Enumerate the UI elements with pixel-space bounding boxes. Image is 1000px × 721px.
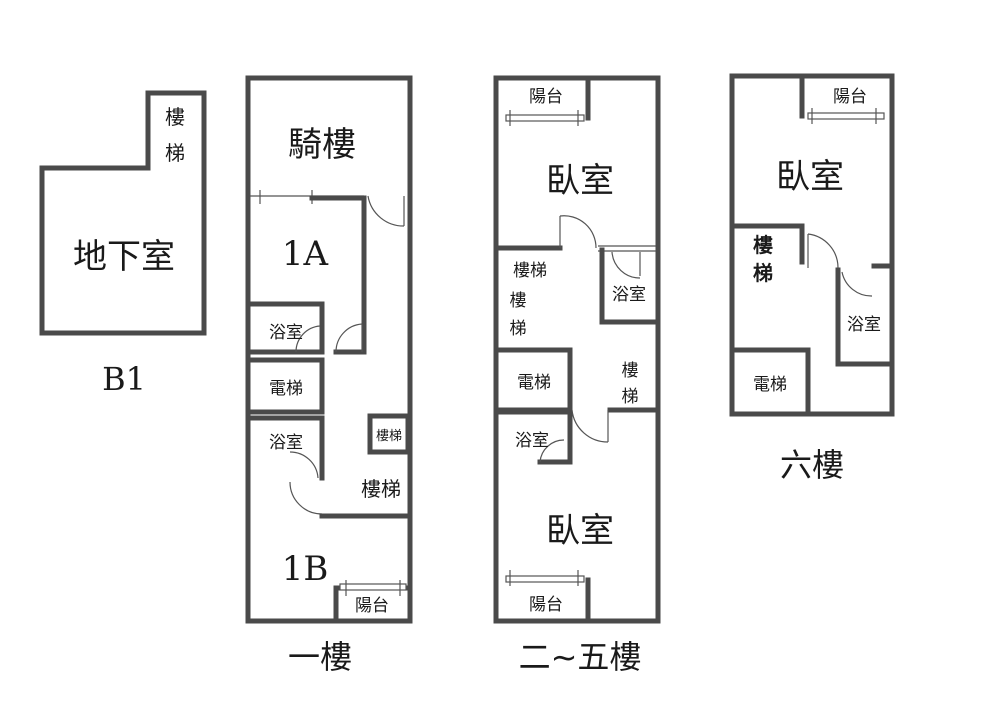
f25-stair-right-label-2: 梯 [622,387,639,407]
f25-balcony-bottom-window [505,575,585,583]
f25-balcony-bottom-label: 陽台 [529,595,563,615]
f1-balcony-label: 陽台 [355,596,389,616]
f6-balcony-window [807,112,885,120]
f25-stair-label-3: 梯 [510,319,527,339]
plan-b1: 地下室 樓 梯 B1 [39,90,207,398]
f25-bath-bottom-wall [495,409,573,465]
f25-stair-label-1: 樓梯 [513,261,547,281]
f1-stair-big-label: 樓梯 [361,477,401,501]
f25-elevator-label: 電梯 [517,373,551,393]
f1-caption: 一樓 [288,638,352,676]
f1-unit-b-label: 1B [282,549,329,589]
f6-stair-wall [731,223,805,265]
f25-caption: 二~五樓 [519,638,642,676]
f1-bath-b-label: 浴室 [269,433,303,453]
f25-bath-bottom-label: 浴室 [515,431,549,451]
f1-elevator-label: 電梯 [269,379,303,399]
f1-1a-wall [309,195,367,355]
f1-stair-small-box [367,413,411,455]
f6-bath-wall [835,267,893,367]
f1-door-arc-1b [289,481,323,515]
f6-stair-label-2: 梯 [753,261,773,285]
b1-basement-label: 地下室 [73,237,175,277]
f25-stair-label-2: 樓 [510,291,527,311]
f1-arcade-label: 騎樓 [288,125,356,165]
f25-bath-top-wall [599,247,659,325]
f1-bath-b-wall [247,415,325,481]
b1-stair-label-2: 梯 [165,141,185,165]
f25-stair-right-label-1: 樓 [622,361,639,381]
f6-stair-label-1: 樓 [753,233,773,257]
f6-caption: 六樓 [780,446,844,484]
f6-outline [729,73,895,417]
b1-stair-label-1: 樓 [165,105,185,129]
f1-elevator-wall [247,357,325,415]
f1-door-arc-top [367,195,405,227]
f25-balcony-top-window [505,114,585,122]
f6-bedroom-label: 臥室 [776,157,844,197]
f1-stair-small-label: 樓梯 [376,429,402,444]
f1-door-arc-1a [335,323,363,353]
f25-bedroom-top-label: 臥室 [546,161,614,201]
f25-bedroom-bottom-label: 臥室 [546,511,614,551]
b1-outline [39,90,207,336]
plan-2f-5f: 陽台 臥室 樓梯 樓 梯 浴室 電梯 樓 梯 浴室 臥室 陽台 二~五樓 [493,75,661,676]
f25-balcony-top-label: 陽台 [529,87,563,107]
f1-bath-a-label: 浴室 [269,323,303,343]
plan-1f: 騎樓 1A 浴室 電梯 浴室 樓梯 樓梯 1B 陽台 一樓 [245,75,413,676]
plan-6f: 陽台 臥室 樓 梯 浴室 電梯 六樓 [729,73,895,484]
f6-bath-label: 浴室 [847,315,881,335]
f25-bath-top-label: 浴室 [612,285,646,305]
b1-caption: B1 [102,360,146,398]
f6-balcony-label: 陽台 [833,87,867,107]
f1-bath-a-wall [247,301,325,355]
f1-unit-a-label: 1A [282,234,329,274]
f6-elevator-label: 電梯 [753,375,787,395]
f6-elevator-wall [731,347,811,415]
